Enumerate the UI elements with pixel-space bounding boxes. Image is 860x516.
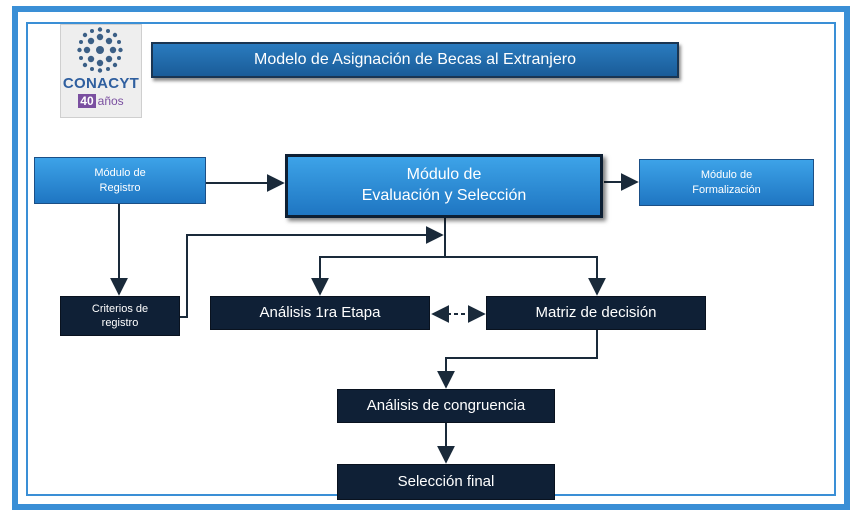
arrow-evaluacion-to-analisis	[311, 218, 446, 296]
node-analisis-1ra-etapa: Análisis 1ra Etapa	[210, 296, 430, 330]
logo-years-text: años	[97, 94, 124, 108]
node-criterios-registro: Criterios de registro	[60, 296, 180, 336]
node-evaluacion-line2: Evaluación y Selección	[361, 187, 527, 204]
logo-brand-text: CONACYT	[62, 75, 140, 92]
node-formalizacion-line2: Formalización	[692, 183, 761, 196]
node-criterios-line2: registro	[101, 317, 139, 329]
node-registro-line2: Registro	[99, 181, 141, 194]
node-analisis-congruencia: Análisis de congruencia	[337, 389, 555, 423]
logo-years-number: 40	[78, 94, 96, 108]
node-matriz-decision: Matriz de decisión	[486, 296, 706, 330]
node-seleccion-final: Selección final	[337, 464, 555, 500]
node-criterios-line1: Criterios de	[91, 302, 149, 315]
diagram-title: Modelo de Asignación de Becas al Extranj…	[151, 42, 679, 78]
conacyt-emblem-icon	[77, 27, 123, 73]
node-registro-line1: Módulo de	[94, 167, 146, 180]
arrow-matriz-to-congruencia	[437, 330, 598, 389]
arrow-evaluacion-to-matriz	[445, 256, 606, 296]
node-formalizacion-line1: Módulo de	[700, 169, 753, 182]
node-evaluacion-line1: Módulo de	[406, 166, 482, 184]
arrow-criterios-to-evaluacion	[180, 226, 444, 318]
node-modulo-evaluacion: Módulo de Evaluación y Selección	[285, 154, 603, 218]
